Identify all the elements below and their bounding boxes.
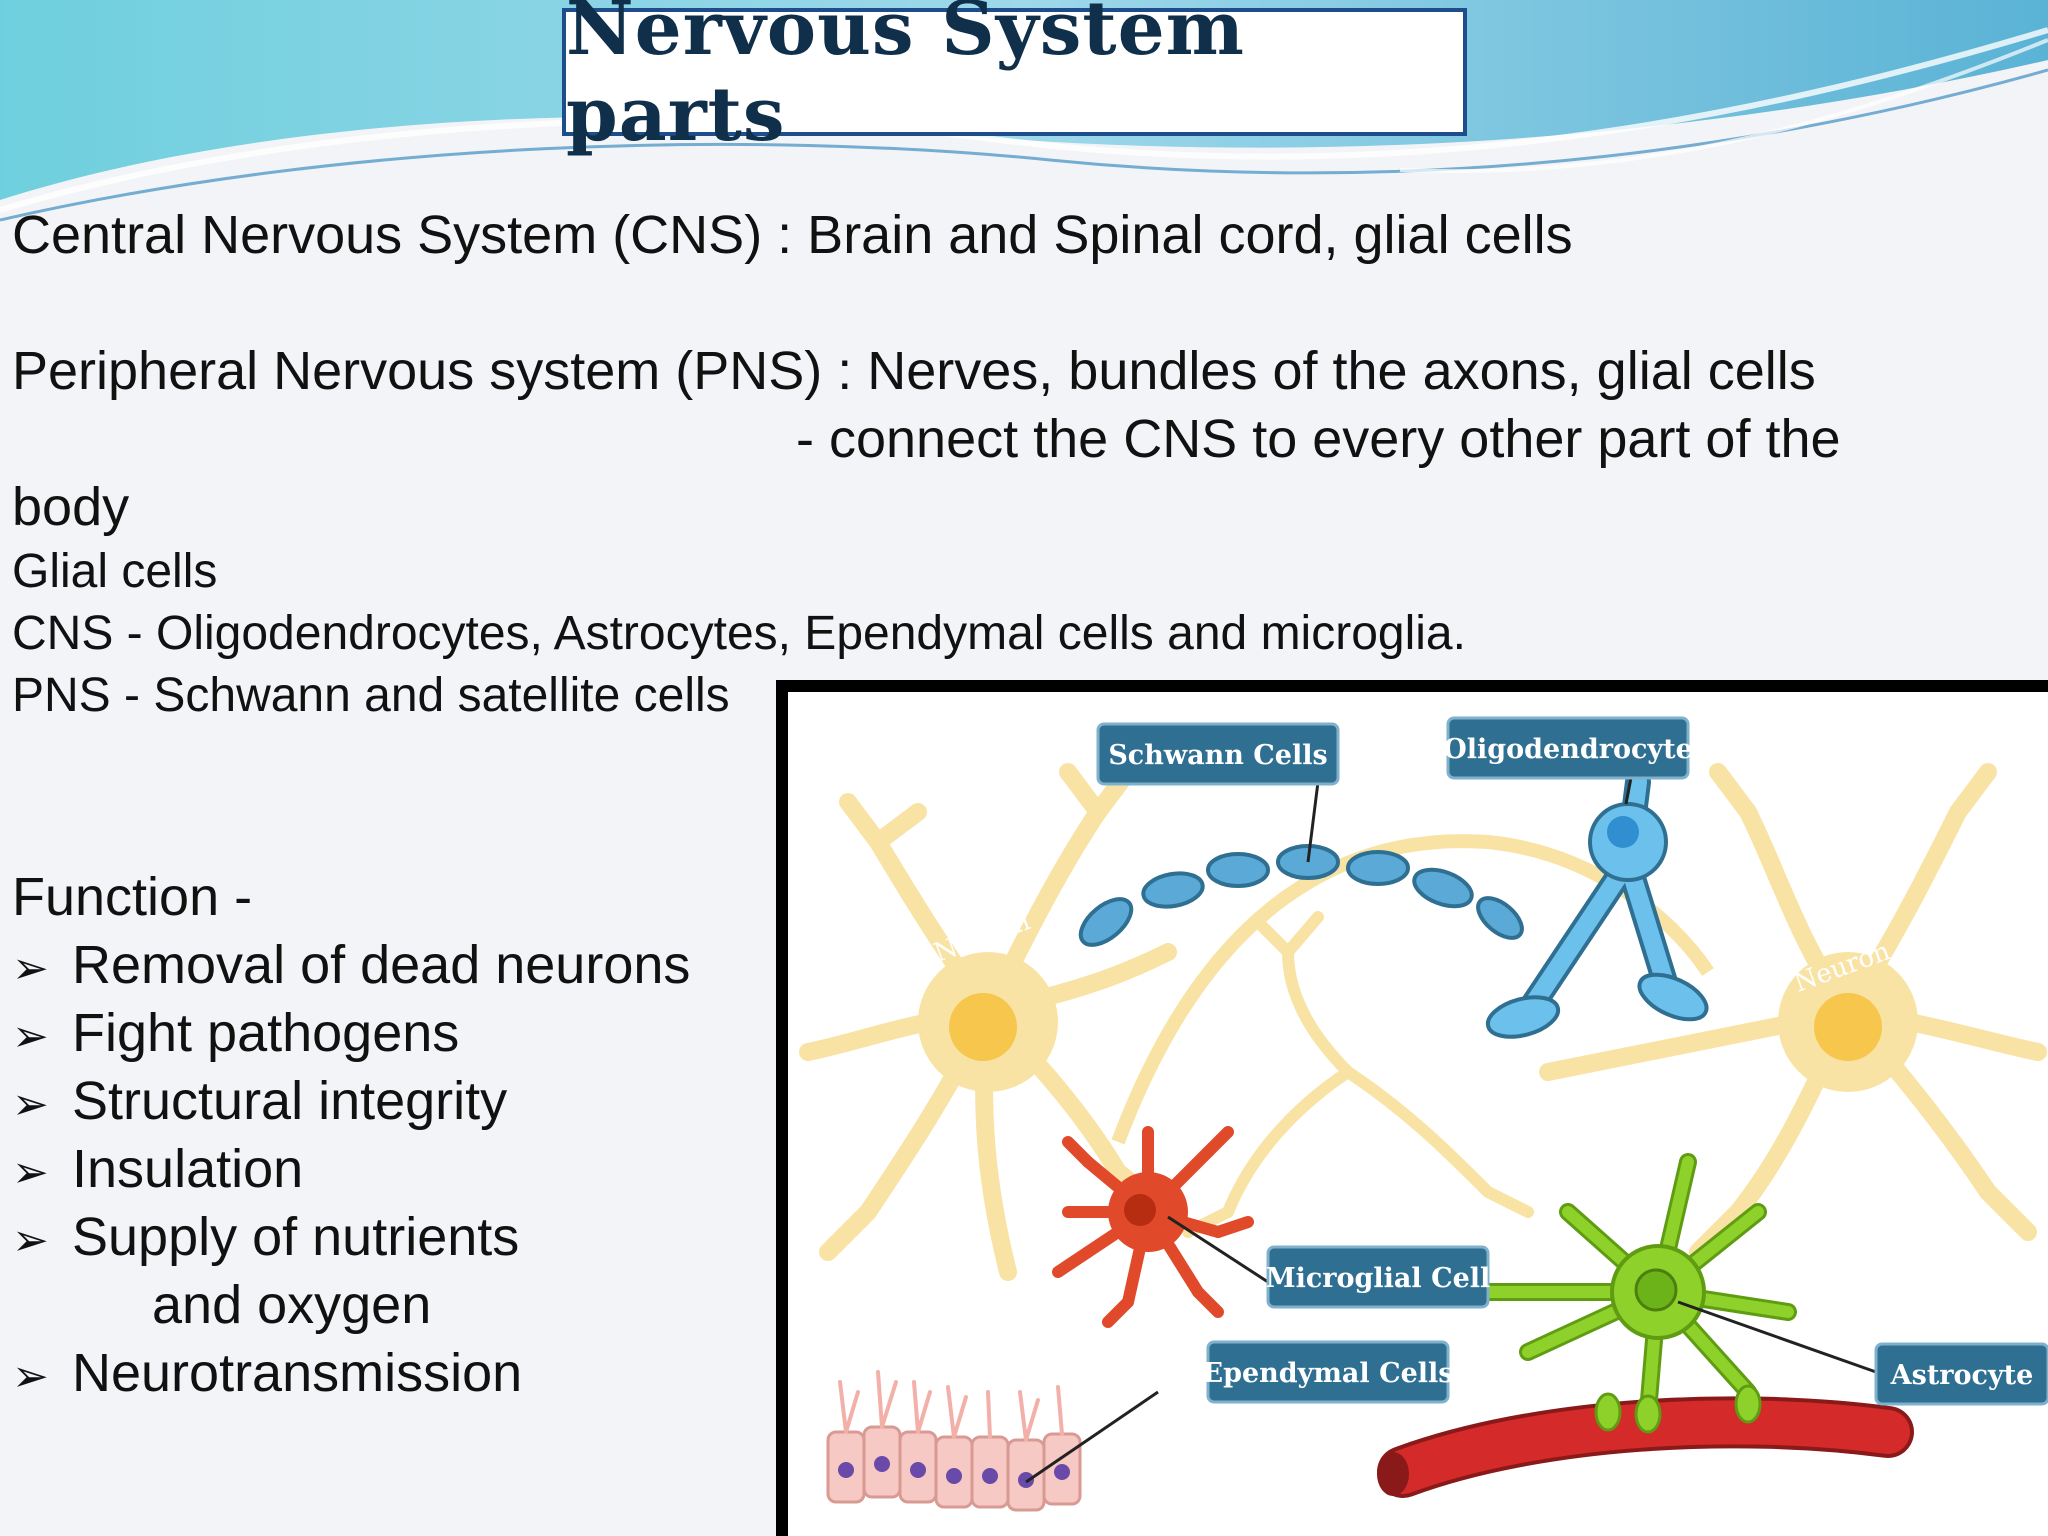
svg-text:Schwann Cells: Schwann Cells: [1108, 740, 1327, 771]
blood-vessel-icon: [1377, 1396, 1914, 1498]
schwann-label: Schwann Cells: [1096, 722, 1340, 786]
ependymal-pointer: [1025, 1390, 1159, 1484]
glial-cells-figure: Neuron Neuron: [776, 680, 2048, 1536]
svg-text:Oligodendrocyte: Oligodendrocyte: [1443, 734, 1693, 765]
oligodendrocyte-icon: [1485, 769, 1709, 1039]
cns-line: Central Nervous System (CNS) : Brain and…: [12, 205, 1573, 265]
list-item: ➢Fight pathogens: [12, 1002, 459, 1068]
list-item: ➢Supply of nutrients: [12, 1206, 519, 1272]
list-item-continuation: and oxygen: [152, 1275, 432, 1335]
title-box: Nervous System parts: [562, 0, 1467, 158]
glial-heading: Glial cells: [12, 545, 218, 598]
arrow-bullet-icon: ➢: [12, 1012, 49, 1061]
astrocyte-label: Astrocyte: [1874, 1342, 2048, 1406]
microglial-label: Microglial Cell: [1266, 1245, 1491, 1309]
body-line: body: [12, 477, 130, 537]
oligodendrocyte-label: Oligodendrocyte: [1443, 716, 1693, 780]
list-item: ➢Structural integrity: [12, 1070, 507, 1136]
figure-canvas: Neuron Neuron: [788, 692, 2048, 1536]
list-item: ➢Removal of dead neurons: [12, 934, 690, 1000]
arrow-bullet-icon: ➢: [12, 944, 49, 993]
microglia-nucleus: [1124, 1194, 1156, 1226]
svg-text:Ependymal Cells: Ependymal Cells: [1203, 1358, 1454, 1389]
arrow-bullet-icon: ➢: [12, 1148, 49, 1197]
function-heading: Function -: [12, 867, 253, 927]
glial-cells-diagram: Neuron Neuron: [799, 716, 2048, 1512]
arrow-bullet-icon: ➢: [12, 1352, 49, 1401]
svg-text:Astrocyte: Astrocyte: [1890, 1360, 2034, 1391]
svg-text:Microglial Cell: Microglial Cell: [1266, 1263, 1491, 1294]
slide-title: Nervous System parts: [566, 0, 1245, 158]
pns-continuation: - connect the CNS to every other part of…: [796, 409, 1841, 469]
neuron-middle-dendrites-icon: [1182, 911, 1534, 1238]
neuron-right-nucleus: [1814, 993, 1882, 1061]
microglia-pointer: [1167, 1215, 1269, 1284]
astrocyte-pointer: [1677, 1300, 1877, 1374]
ependymal-cells-icon: [826, 1370, 1082, 1512]
arrow-bullet-icon: ➢: [12, 1080, 49, 1129]
astrocyte-endfeet: [1594, 1384, 1762, 1434]
list-item: ➢Neurotransmission: [12, 1342, 522, 1408]
schwann-pointer: [1306, 781, 1320, 863]
cns-glia-line: CNS - Oligodendrocytes, Astrocytes, Epen…: [12, 607, 1466, 660]
pns-glia-line: PNS - Schwann and satellite cells: [12, 669, 730, 722]
neuron-left-nucleus: [949, 993, 1017, 1061]
list-item: ➢Insulation: [12, 1138, 303, 1204]
astrocyte-processes: [1482, 1156, 1794, 1418]
schwann-cells-icon: [1078, 844, 1524, 947]
astrocyte-nucleus: [1634, 1268, 1678, 1312]
pns-line: Peripheral Nervous system (PNS) : Nerves…: [12, 341, 1816, 401]
arrow-bullet-icon: ➢: [12, 1216, 49, 1265]
ependymal-label: Ependymal Cells: [1203, 1340, 1454, 1404]
